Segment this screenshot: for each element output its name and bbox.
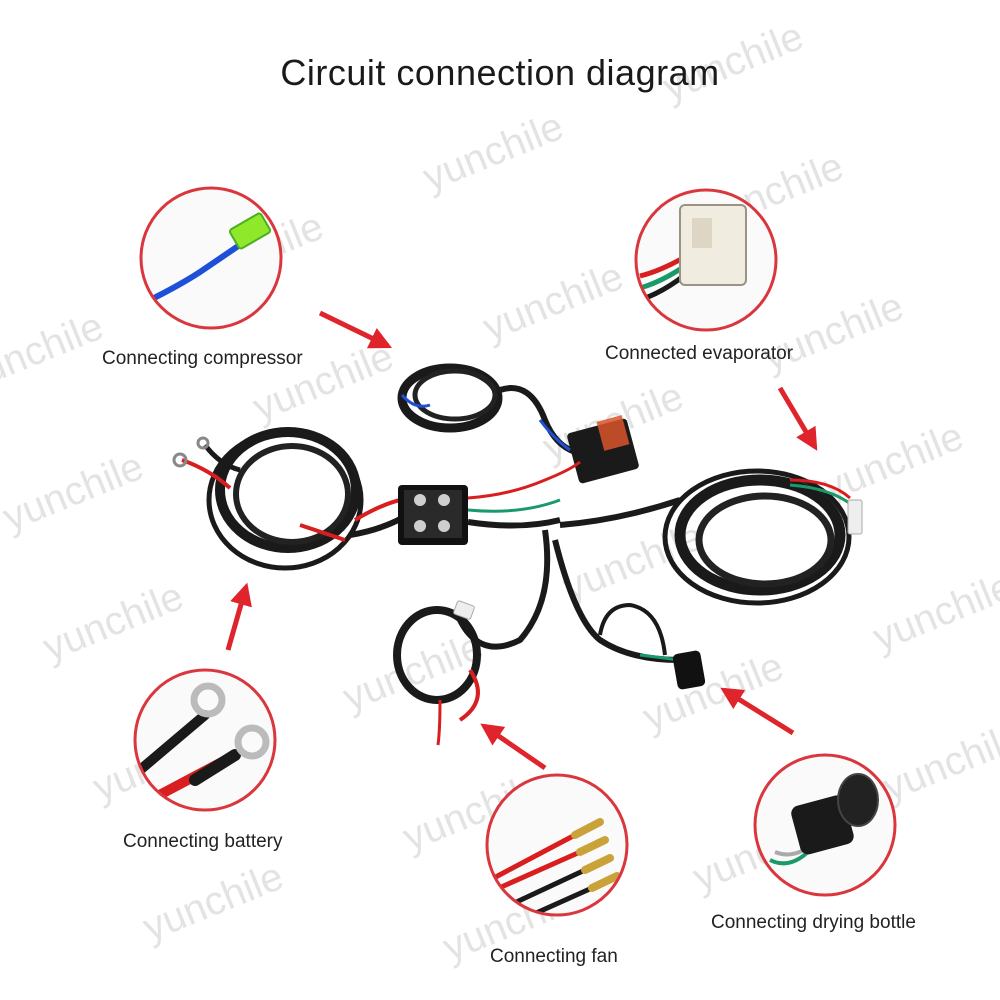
- label-compressor: Connecting compressor: [102, 348, 303, 369]
- drying-bottle-callout: [753, 753, 897, 897]
- arrow-compressor: [318, 310, 393, 349]
- label-battery: Connecting battery: [123, 831, 283, 852]
- arrow-drying-bottle: [720, 687, 795, 736]
- page-title: Circuit connection diagram: [280, 52, 720, 93]
- arrow-fan: [480, 723, 547, 771]
- fan-callout: [485, 773, 629, 917]
- pin-terminal-icon: [581, 854, 614, 874]
- pin-terminal-icon: [576, 836, 609, 856]
- arrow-evaporator: [777, 386, 818, 451]
- label-drying-bottle: Connecting drying bottle: [711, 912, 916, 933]
- evaporator-callout: [634, 188, 778, 332]
- pin-terminal-icon: [571, 818, 604, 839]
- harness: [172, 363, 863, 746]
- socket-connector-icon: [791, 795, 854, 855]
- plug-connector-icon: [679, 204, 747, 286]
- label-fan: Connecting fan: [490, 946, 618, 967]
- arrow-battery: [225, 582, 252, 651]
- battery-callout: [133, 668, 277, 812]
- bullet-connector-icon: [229, 212, 271, 250]
- compressor-callout: [139, 186, 283, 330]
- ring-terminal-icon: [234, 724, 270, 760]
- pin-terminal-icon: [588, 872, 621, 892]
- ring-terminal-icon: [190, 682, 226, 718]
- label-evaporator: Connected evaporator: [605, 343, 794, 364]
